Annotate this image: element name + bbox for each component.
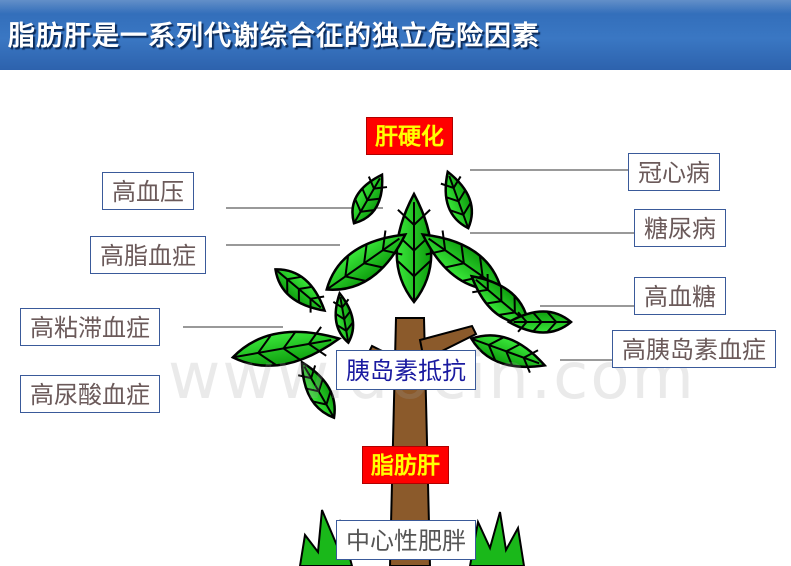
leaf-10 [230, 326, 342, 368]
hyperuricemia-label: 高尿酸血症 [20, 375, 160, 413]
leaf-3 [395, 191, 433, 305]
hyperglycemia-label: 高血糖 [634, 277, 726, 315]
leaf-1 [351, 172, 388, 225]
leaf-11 [297, 360, 336, 420]
header-bar: 脂肪肝是一系列代谢综合征的独立危险因素 [0, 0, 791, 70]
leaf-6 [274, 268, 327, 313]
leaf-7 [332, 290, 355, 345]
hypertension-label: 高血压 [102, 172, 194, 210]
leaf-8 [469, 274, 530, 326]
leaf-9 [506, 310, 573, 334]
hyperinsulinemia-label: 高胰岛素血症 [612, 330, 776, 368]
page-title: 脂肪肝是一系列代谢综合征的独立危险因素 [8, 21, 540, 52]
leaf-12 [469, 334, 548, 374]
leaf-2 [440, 169, 473, 230]
diabetes-label: 糖尿病 [634, 209, 726, 247]
central-obesity-label: 中心性肥胖 [336, 520, 476, 560]
coronary-disease-label: 冠心病 [628, 153, 720, 191]
hyperviscosity-label: 高粘滞血症 [20, 308, 160, 346]
fatty-liver-label: 脂肪肝 [362, 446, 449, 484]
hyperlipidemia-label: 高脂血症 [90, 236, 206, 274]
header-shine [0, 0, 791, 14]
insulin-resistance-label: 胰岛素抵抗 [336, 350, 476, 390]
leaves [230, 169, 573, 420]
leaf-4 [325, 230, 408, 291]
cirrhosis-label: 肝硬化 [366, 117, 453, 155]
